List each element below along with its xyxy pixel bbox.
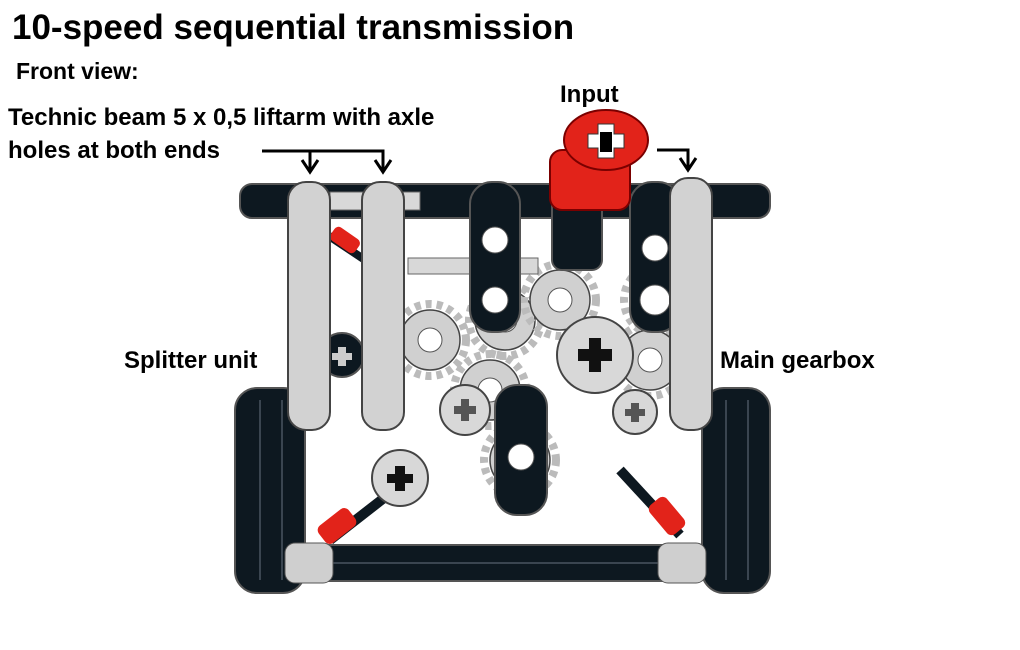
input-shaft [549, 109, 649, 271]
input-label: Input [560, 81, 619, 108]
main-gearbox-label: Main gearbox [720, 347, 875, 374]
main-gearbox-liftarm [669, 177, 713, 431]
splitter-unit-label: Splitter unit [124, 347, 258, 374]
beam-label-line1: Technic beam 5 x 0,5 liftarm with axle [8, 104, 435, 131]
arrow-down-icon [262, 148, 698, 175]
page-title: 10-speed sequential transmission [12, 8, 575, 47]
right-wheel [701, 387, 771, 594]
bottom-axle [284, 542, 707, 584]
left-wheel [234, 387, 306, 594]
center-black-beams [469, 181, 681, 516]
beam-label-line2: holes at both ends [8, 137, 221, 164]
splitter-liftarms [287, 181, 405, 431]
view-subtitle: Front view: [16, 58, 139, 84]
